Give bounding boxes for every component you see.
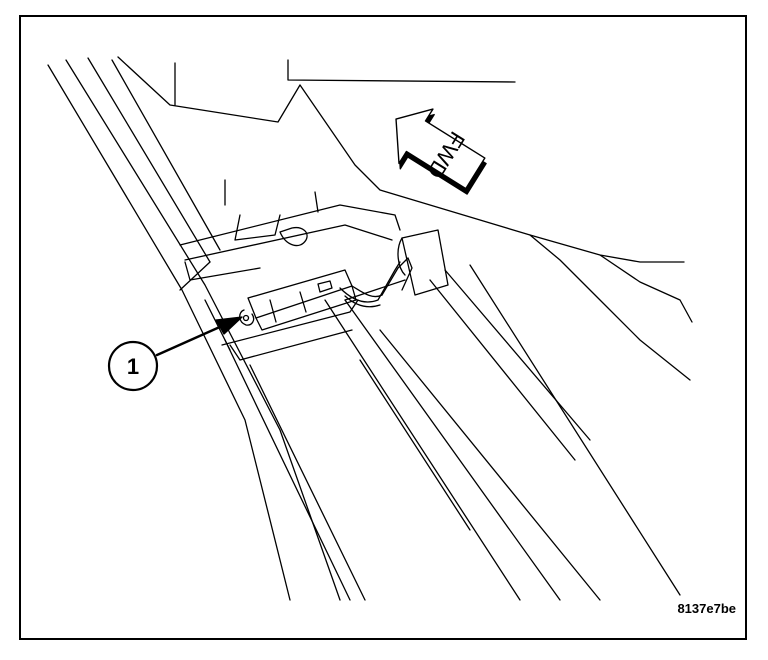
callout-1: 1 xyxy=(107,340,159,392)
callout-leader-1 xyxy=(155,316,243,357)
fwd-arrow: FWD xyxy=(395,108,487,195)
mounting-tab xyxy=(279,226,308,247)
seat-outline xyxy=(117,56,693,381)
figure-id: 8137e7be xyxy=(677,601,736,616)
seat-riser xyxy=(397,229,449,296)
impact-sensor xyxy=(239,269,357,331)
figure-frame xyxy=(19,15,747,640)
sensor-connector xyxy=(339,257,413,308)
sill-rails xyxy=(47,57,681,601)
floor-pan xyxy=(179,179,406,361)
callout-number-1: 1 xyxy=(127,354,139,379)
